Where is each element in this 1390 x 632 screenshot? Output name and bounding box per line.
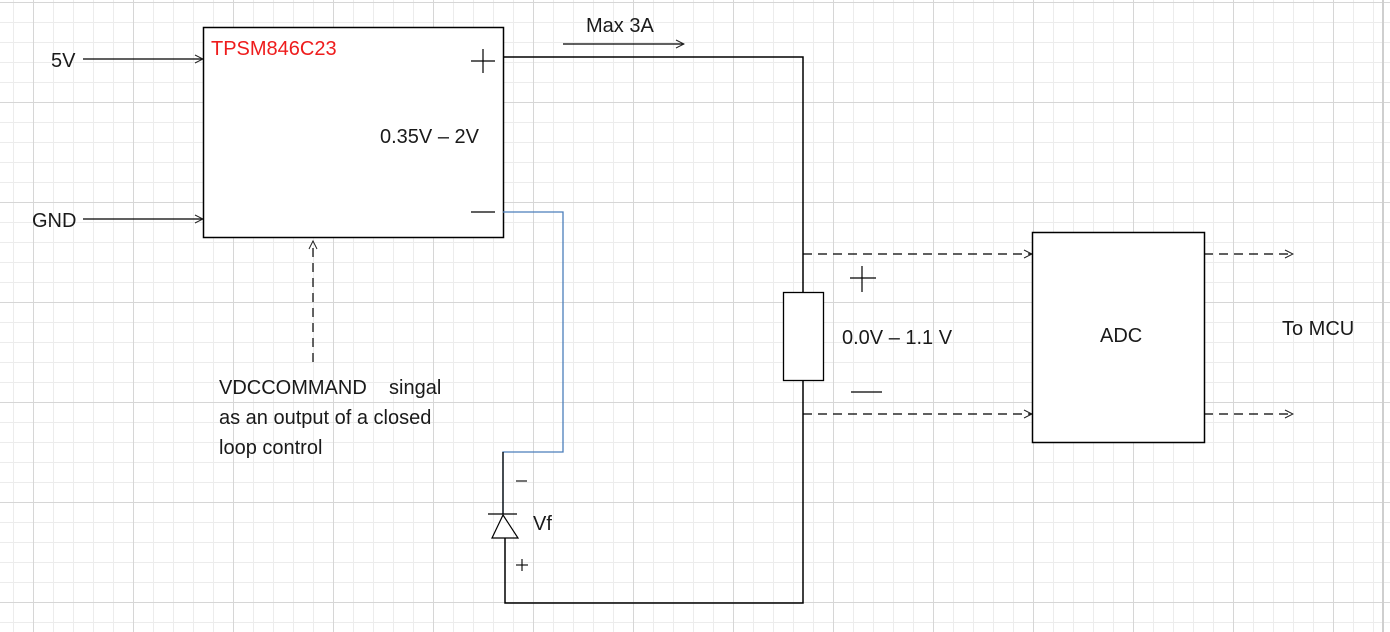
regulator-module-box[interactable] (202, 26, 505, 239)
module-plus-icon (471, 49, 495, 73)
current-label: Max 3A (586, 15, 654, 37)
vdccommand-note: VDCCOMMAND singal as an output of a clos… (219, 377, 442, 459)
gnd-label: GND (32, 210, 77, 232)
diode-icon[interactable] (488, 513, 520, 539)
shunt-resistor[interactable] (782, 291, 825, 382)
shunt-plus-icon (850, 266, 876, 292)
to-mcu-label: To MCU (1282, 318, 1355, 340)
diode-label: Vf (533, 513, 552, 535)
adc-box[interactable] (1031, 231, 1206, 444)
diode-plus-icon (516, 559, 528, 571)
canvas-edge (1382, 0, 1384, 632)
output-positive-wire (503, 56, 804, 293)
shunt-voltage-range: 0.0V – 1.1 V (842, 327, 953, 349)
adc-label: ADC (1100, 325, 1143, 347)
return-wire (504, 380, 804, 604)
module-output-range: 0.35V – 2V (380, 126, 479, 148)
module-minus-wire (502, 211, 564, 514)
vin-label: 5V (51, 50, 76, 72)
module-name: TPSM846C23 (211, 38, 337, 60)
